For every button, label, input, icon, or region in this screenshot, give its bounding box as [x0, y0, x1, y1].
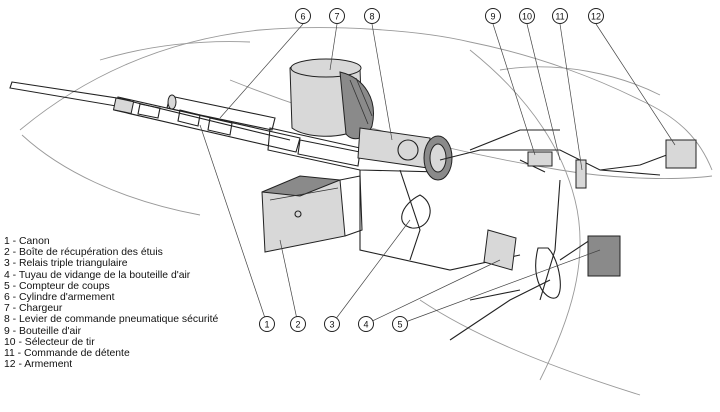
callout-8: 8 [364, 8, 380, 24]
legend-item-10: 10 - Sélecteur de tir [4, 336, 95, 348]
magazine-drum [289, 58, 374, 140]
callout-circle [295, 8, 311, 24]
legend-item-11: 11 - Commande de détente [4, 348, 130, 360]
legend-item-9: 9 - Bouteille d'air [4, 325, 82, 337]
callout-5: 5 [392, 316, 408, 332]
callout-3: 3 [324, 316, 340, 332]
callout-1: 1 [259, 316, 275, 332]
callout-circle [290, 316, 306, 332]
callout-circle [588, 8, 604, 24]
callout-7: 7 [329, 8, 345, 24]
callout-number: 2 [295, 320, 300, 330]
case-recovery-box [261, 175, 363, 253]
armament-cylinder [166, 94, 276, 131]
air-bottle [357, 127, 453, 181]
callout-circle [364, 8, 380, 24]
callout-number: 1 [264, 320, 269, 330]
legend-item-3: 3 - Relais triple triangulaire [4, 258, 128, 270]
callout-circle [519, 8, 535, 24]
relay-unit [587, 235, 621, 277]
callout-circle [324, 316, 340, 332]
callout-number: 12 [591, 12, 601, 22]
callout-2: 2 [290, 316, 306, 332]
callout-circle [552, 8, 568, 24]
cockpit-controls [483, 139, 697, 299]
legend-item-2: 2 - Boîte de récupération des étuis [4, 247, 163, 259]
callout-number: 7 [334, 12, 339, 22]
callout-12: 12 [588, 8, 604, 24]
pneumatic-lines [359, 129, 681, 341]
armament-panel [665, 139, 697, 169]
shot-counter [483, 229, 517, 271]
callout-number: 10 [522, 12, 532, 22]
fire-selector-block [527, 151, 553, 167]
callout-6: 6 [295, 8, 311, 24]
callout-leaders [199, 23, 676, 325]
legend-item-12: 12 - Armement [4, 359, 73, 371]
legend-list: 1 - Canon 2 - Boîte de récupération des … [4, 236, 218, 370]
callout-circle [485, 8, 501, 24]
callout-circle [392, 316, 408, 332]
legend-item-5: 5 - Compteur de coups [4, 280, 110, 292]
callout-circle [259, 316, 275, 332]
trigger-control [575, 159, 587, 189]
callout-9: 9 [485, 8, 501, 24]
legend-item-8: 8 - Levier de commande pneumatique sécur… [4, 314, 219, 326]
callout-number: 4 [363, 320, 368, 330]
cannon-barrel [9, 81, 301, 153]
callout-4: 4 [358, 316, 374, 332]
legend-item-4: 4 - Tuyau de vidange de la bouteille d'a… [4, 269, 191, 281]
legend-item-6: 6 - Cylindre d'armement [4, 292, 115, 304]
callout-number: 9 [490, 12, 495, 22]
callout-number: 11 [555, 12, 564, 22]
callout-number: 6 [300, 12, 305, 22]
callout-number: 5 [397, 320, 402, 330]
callout-circle [329, 8, 345, 24]
legend-item-1: 1 - Canon [4, 236, 50, 247]
callout-number: 3 [329, 320, 334, 330]
callout-11: 11 [552, 8, 568, 24]
callout-circle [358, 316, 374, 332]
callout-10: 10 [519, 8, 535, 24]
legend-item-7: 7 - Chargeur [4, 303, 63, 315]
drain-pipe-loop [535, 247, 561, 299]
callout-number: 8 [369, 12, 374, 22]
